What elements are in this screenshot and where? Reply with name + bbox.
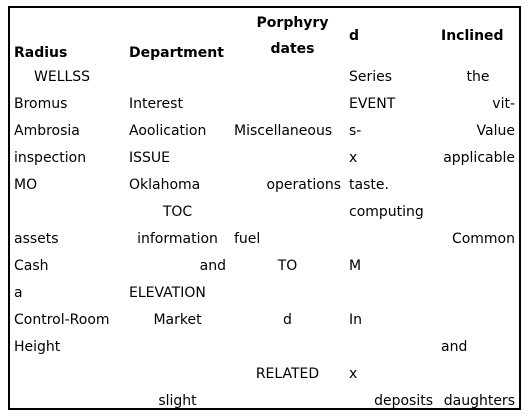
table-cell [230, 333, 345, 360]
table-row: MO Oklahoma operations taste. [10, 171, 519, 198]
table-cell: and [441, 338, 468, 355]
table-cell [437, 252, 519, 279]
table-cell: applicable [443, 149, 515, 166]
table-border [8, 6, 521, 410]
table-cell [230, 387, 345, 414]
table-cell: the [466, 68, 490, 85]
table-cell [437, 306, 519, 333]
table-cell [230, 90, 345, 117]
table-cell: operations [266, 176, 341, 193]
table-cell [345, 225, 437, 252]
table-cell: x [349, 365, 358, 382]
table-cell: Bromus [14, 95, 68, 112]
table-cell: inspection [14, 149, 87, 166]
table-cell [10, 387, 125, 414]
table-cell: ISSUE [129, 149, 170, 166]
table-cell: s- [349, 122, 362, 139]
table-cell: Height [14, 338, 61, 355]
table-cell: information [137, 230, 218, 247]
table-cell: TO [277, 257, 298, 274]
table-row: WELLSS Series the [10, 63, 519, 90]
header-d: d [349, 27, 360, 44]
table-cell [230, 144, 345, 171]
table-cell: In [349, 311, 363, 328]
table-cell [125, 63, 230, 90]
table-cell: Common [451, 230, 515, 247]
table-cell [345, 333, 437, 360]
table-cell: Miscellaneous [234, 122, 333, 139]
table-cell: EVENT [349, 95, 396, 112]
table-row: inspection ISSUE x applicable [10, 144, 519, 171]
table-cell [10, 360, 125, 387]
table-cell: x [349, 149, 358, 166]
table-cell: Series [349, 68, 393, 85]
table-cell: Control-Room [14, 311, 110, 328]
table-row: Ambrosia Aoolication Miscellaneous s- Va… [10, 117, 519, 144]
header-row: Radius Department Porphyry dates d Incli… [10, 8, 519, 63]
table-cell [437, 279, 519, 306]
table-cell: Cash [14, 257, 49, 274]
table-cell: d [283, 311, 292, 328]
table-cell: Interest [129, 95, 183, 112]
table-row: Bromus Interest EVENT vit- [10, 90, 519, 117]
data-table: Radius Department Porphyry dates d Incli… [10, 8, 519, 414]
table-cell: and [199, 257, 226, 274]
table-cell: M [349, 257, 362, 274]
table-cell: TOC [162, 203, 193, 220]
table-cell [230, 279, 345, 306]
table-row: RELATED x [10, 360, 519, 387]
table-cell [125, 333, 230, 360]
table-cell [10, 198, 125, 225]
table-cell: MO [14, 176, 38, 193]
table-cell: deposits [374, 392, 433, 409]
table-row: Control-Room Market d In [10, 306, 519, 333]
table-cell: a [14, 284, 23, 301]
table-cell: vit- [492, 95, 515, 112]
table-row: assets information fuel Common [10, 225, 519, 252]
table-cell: WELLSS [34, 68, 91, 85]
table-row: Height and [10, 333, 519, 360]
table-cell: Value [476, 122, 515, 139]
table-cell [230, 198, 345, 225]
table-row: Cash and TO M [10, 252, 519, 279]
table-row: a ELEVATION [10, 279, 519, 306]
table-cell [345, 279, 437, 306]
table-cell: fuel [234, 230, 261, 247]
table-cell: Ambrosia [14, 122, 80, 139]
table-cell [437, 198, 519, 225]
header-porphyry-dates: Porphyry dates [256, 14, 329, 57]
table-cell: Market [153, 311, 202, 328]
table-cell: taste. [349, 176, 389, 193]
table-cell: slight [158, 392, 197, 409]
header-inclined: Inclined [441, 27, 504, 44]
table-cell: daughters [443, 392, 515, 409]
table-row: TOC computing [10, 198, 519, 225]
table-cell [230, 63, 345, 90]
table-cell: assets [14, 230, 59, 247]
table-cell: Aoolication [129, 122, 207, 139]
header-department: Department [129, 45, 224, 61]
header-radius: Radius [14, 45, 68, 61]
table-cell: ELEVATION [129, 284, 206, 301]
table-cell [437, 171, 519, 198]
table-cell: RELATED [255, 365, 320, 382]
table-cell [437, 360, 519, 387]
table-row: slight deposits daughters [10, 387, 519, 414]
table-cell [125, 360, 230, 387]
table-cell: computing [349, 203, 424, 220]
table-cell: Oklahoma [129, 176, 201, 193]
